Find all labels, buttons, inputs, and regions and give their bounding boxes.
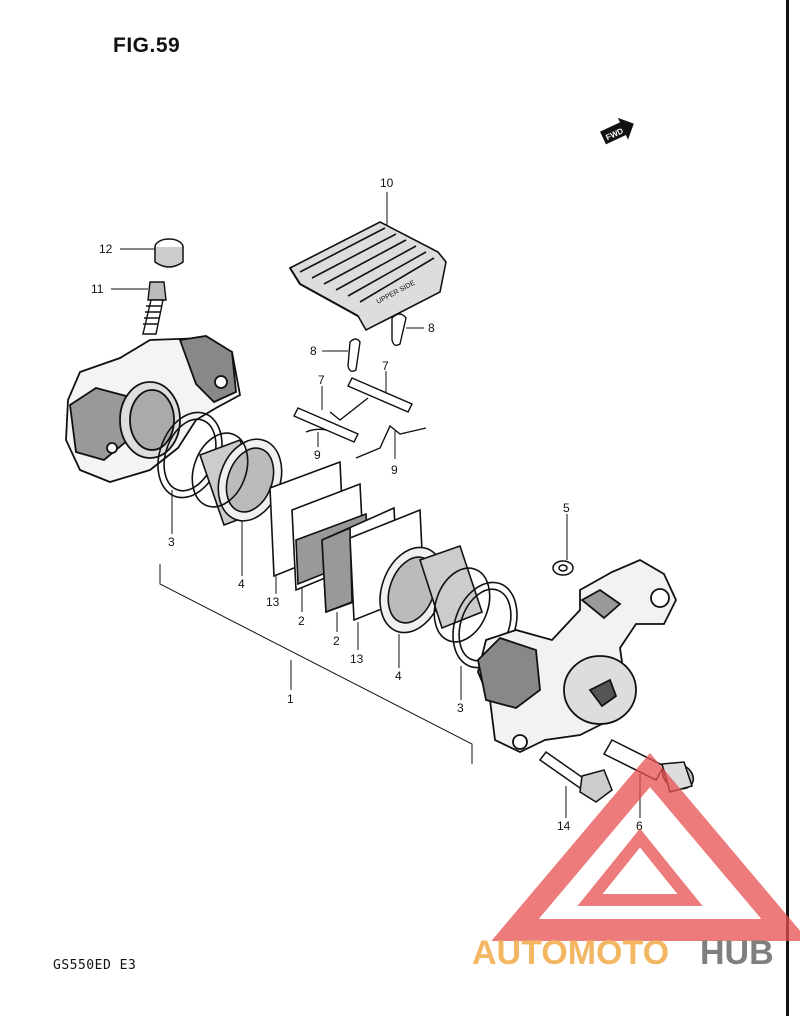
- callout-9a: 9: [314, 448, 321, 462]
- pin-spring-left: [305, 397, 369, 433]
- callout-8b: 8: [310, 344, 317, 358]
- callout-4b: 4: [395, 669, 402, 683]
- callout-13b: 13: [350, 652, 364, 666]
- callout-10: 10: [380, 176, 394, 190]
- callout-8a: 8: [428, 321, 435, 335]
- callout-3a: 3: [168, 535, 175, 549]
- leader-lines: [111, 192, 641, 818]
- callout-7b: 7: [382, 359, 389, 373]
- clip-upper: [391, 313, 407, 347]
- caliper-half-left: [65, 335, 242, 483]
- caliper-half-right: [477, 558, 677, 753]
- callout-11: 11: [91, 282, 104, 296]
- callout-13a: 13: [266, 595, 280, 609]
- callout-5: 5: [563, 501, 570, 515]
- bolt-short: [538, 750, 613, 803]
- bleeder-valve: [142, 281, 167, 335]
- watermark-text-colored: AUTOMOTO: [472, 934, 669, 972]
- callout-labels: 10 12 11 8 8 7 7 9 9 5 3 3 4 4 13 13 2 2…: [91, 176, 643, 833]
- callout-3b: 3: [457, 701, 464, 715]
- model-code: GS550ED E3: [53, 958, 137, 973]
- pin-spring-right: [355, 424, 427, 459]
- pad-pin-lower: [293, 407, 359, 443]
- bleeder-cap: [154, 238, 184, 268]
- pad-pin-upper: [347, 377, 413, 413]
- callout-7a: 7: [318, 373, 325, 387]
- callout-2a: 2: [298, 614, 305, 628]
- fwd-arrow-icon: FWD: [600, 117, 634, 145]
- callout-9b: 9: [391, 463, 398, 477]
- pad-spring: UPPER SIDE: [288, 221, 447, 332]
- figure-title: FIG.59: [113, 34, 181, 57]
- watermark-logo: AUTOMOTO HUB: [472, 752, 800, 972]
- clip-lower: [347, 338, 361, 373]
- page-border: [786, 0, 789, 1016]
- piston-left: [191, 432, 283, 527]
- callout-1: 1: [287, 692, 294, 706]
- watermark-text-dark: HUB: [700, 934, 774, 972]
- callout-4a: 4: [238, 577, 245, 591]
- callout-14: 14: [557, 819, 571, 833]
- callout-6: 6: [636, 819, 643, 833]
- callout-2b: 2: [333, 634, 340, 648]
- callout-12: 12: [99, 242, 113, 256]
- washer: [552, 560, 574, 576]
